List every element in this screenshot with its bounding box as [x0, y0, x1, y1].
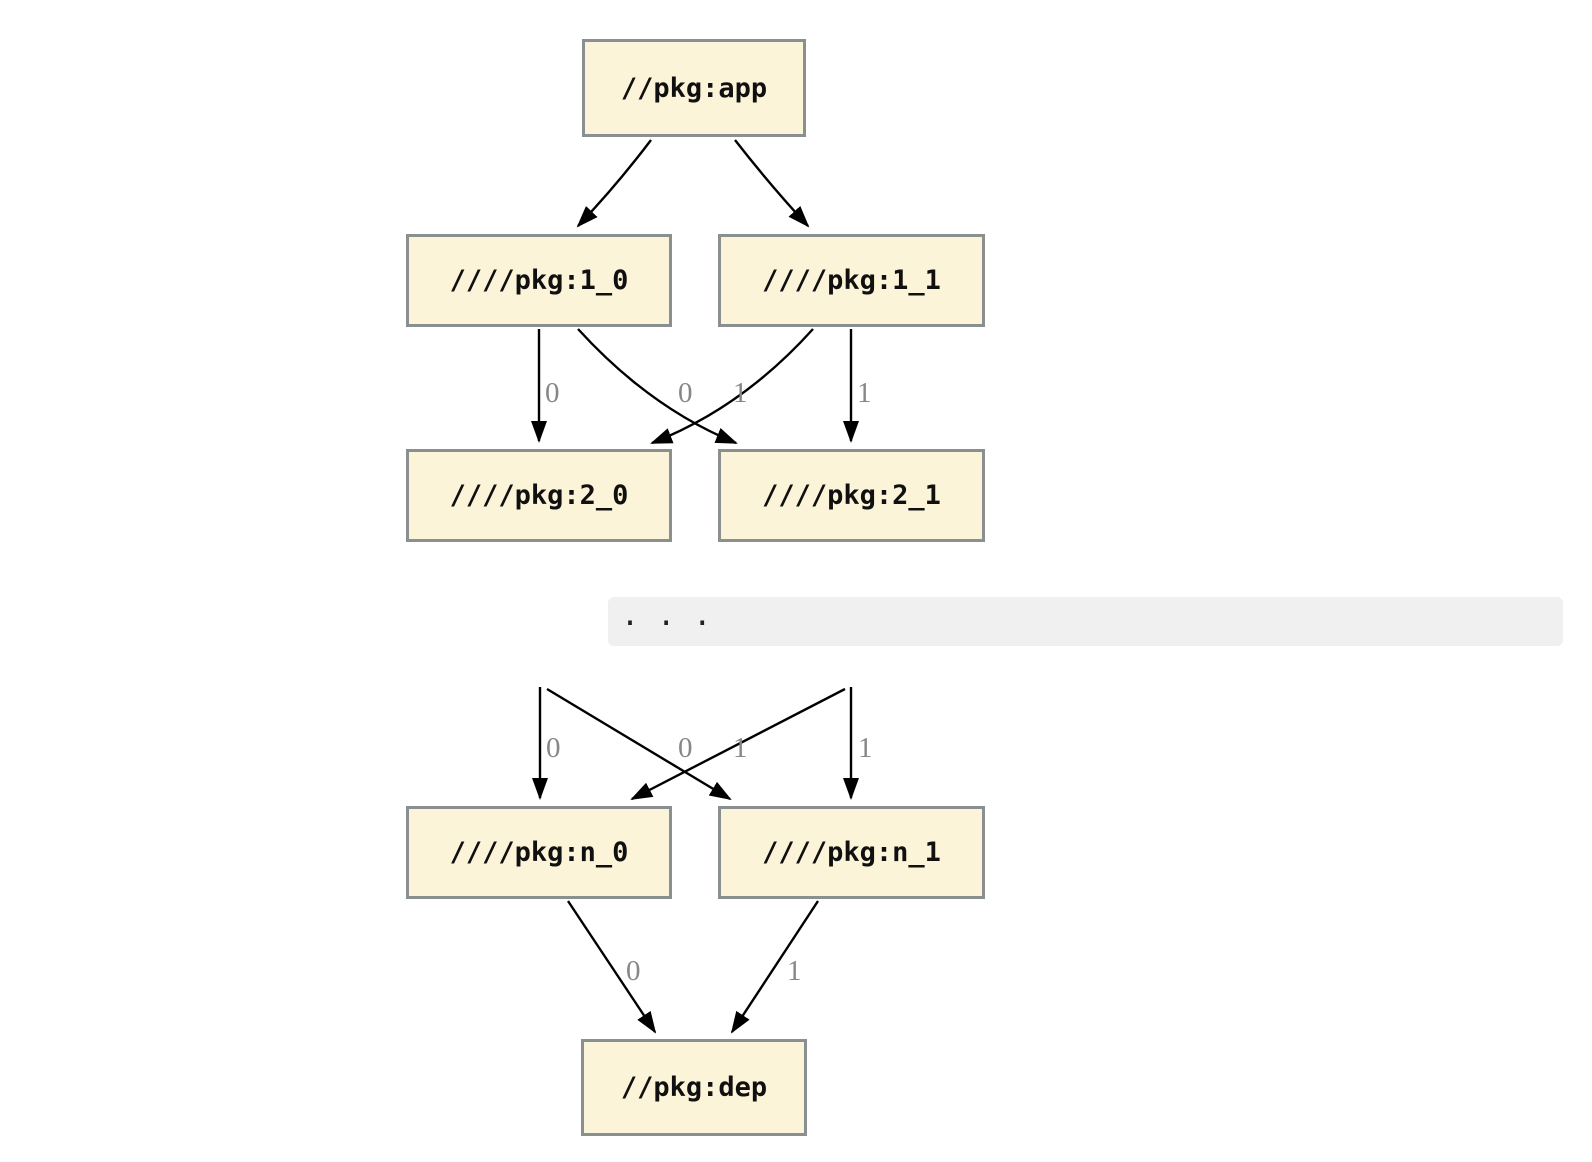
edge-app-to-1_0 [576, 139, 652, 228]
edge-hidden0-to-n_1 [546, 687, 732, 801]
node-pkg-1_1: ////pkg:1_1 [718, 234, 985, 327]
node-pkg-dep: //pkg:dep [581, 1039, 807, 1136]
edge-label-hidden0-n_1: 0 [678, 732, 693, 764]
edge-1_1-to-2_0 [650, 328, 814, 445]
edge-label-hidden1-n_0: 1 [733, 732, 748, 764]
edge-label-1_0-2_1: 0 [678, 377, 693, 409]
edge-n_0-to-dep [567, 900, 657, 1034]
node-pkg-n_0: ////pkg:n_0 [406, 806, 672, 899]
edge-label-n_0-dep: 0 [626, 955, 641, 987]
ellipsis-code-bar: . . . [608, 597, 1563, 646]
edge-1_0-to-2_1 [577, 328, 738, 445]
edge-label-1_1-2_1: 1 [857, 377, 872, 409]
edge-label-hidden0-n_0: 0 [546, 732, 561, 764]
node-pkg-n_1: ////pkg:n_1 [718, 806, 985, 899]
ellipsis-dots: . . . [621, 597, 712, 633]
edge-hidden1-to-n_0 [630, 687, 846, 801]
edge-label-hidden1-n_1: 1 [858, 732, 873, 764]
edge-label-n_1-dep: 1 [787, 955, 802, 987]
edge-label-1_0-2_0: 0 [545, 377, 560, 409]
node-pkg-app: //pkg:app [582, 39, 806, 137]
edge-n_1-to-dep [730, 900, 820, 1034]
edge-app-to-1_1 [734, 139, 810, 228]
node-pkg-1_0: ////pkg:1_0 [406, 234, 672, 327]
node-pkg-2_1: ////pkg:2_1 [718, 449, 985, 542]
edge-label-1_1-2_0: 1 [733, 377, 748, 409]
node-pkg-2_0: ////pkg:2_0 [406, 449, 672, 542]
